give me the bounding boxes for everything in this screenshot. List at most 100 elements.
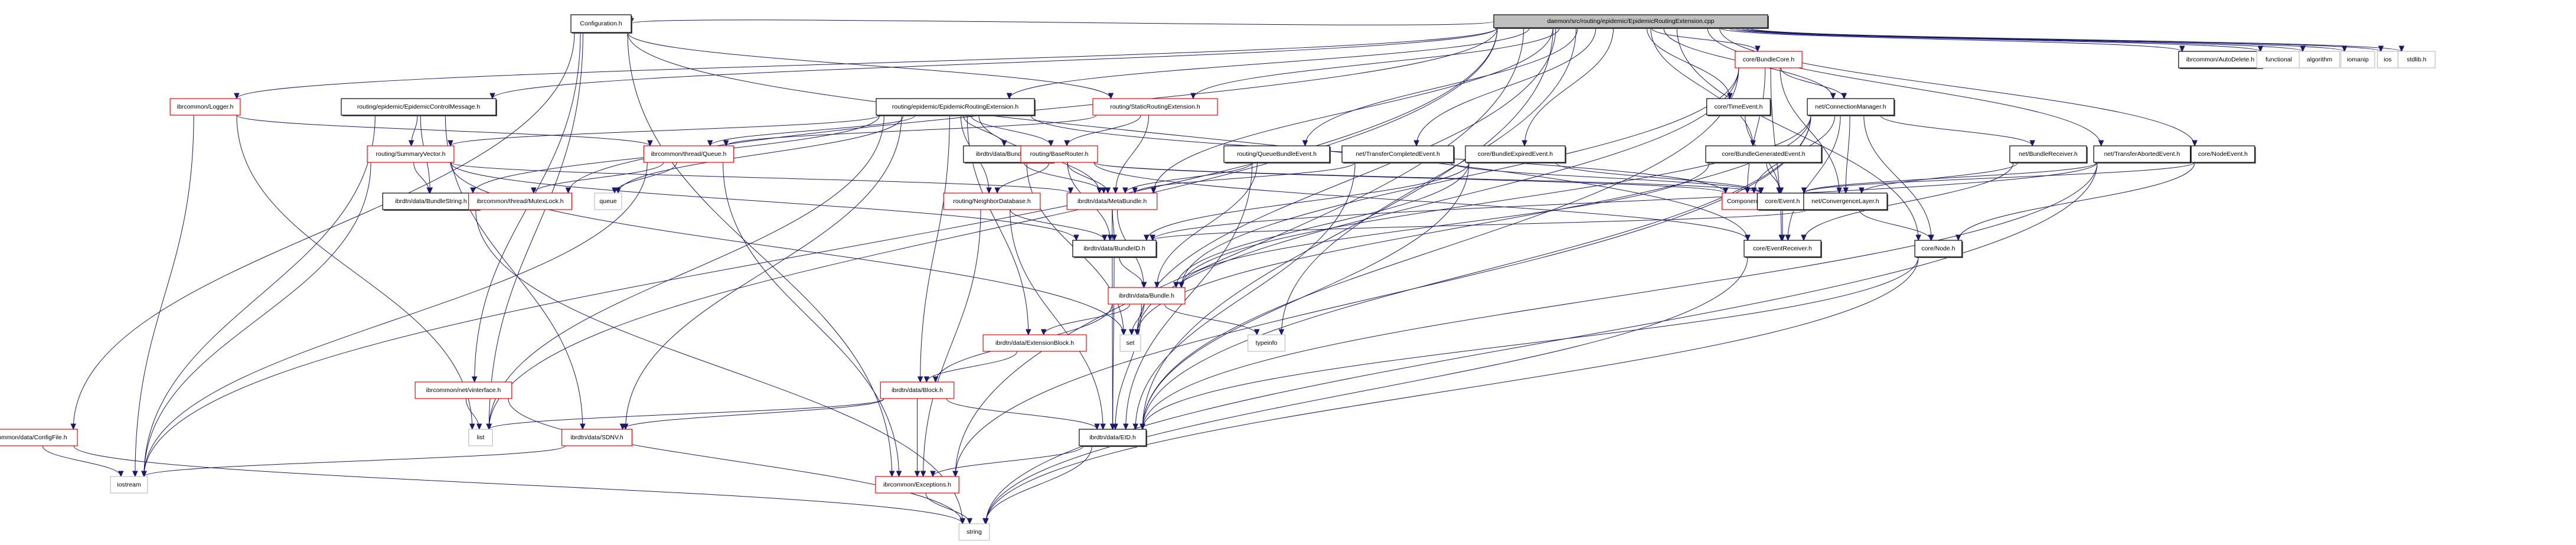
- graph-node-bundlegenerated[interactable]: core/BundleGeneratedEvent.h: [1705, 145, 1823, 164]
- arrowhead-icon: [1111, 234, 1117, 242]
- arrowhead-icon: [959, 518, 965, 525]
- graph-node-bundleexpired[interactable]: core/BundleExpiredEvent.h: [1465, 145, 1566, 164]
- edge-node-to-string: [985, 256, 1919, 524]
- edge-ereh-to-sdnv: [625, 115, 902, 430]
- arrowhead-icon: [914, 471, 920, 478]
- node-box: [958, 523, 990, 541]
- arrowhead-icon: [1128, 329, 1135, 336]
- graph-node-transferaborted[interactable]: net/TransferAbortedEvent.h: [2093, 145, 2192, 164]
- graph-node-ereh[interactable]: routing/epidemic/EpidemicRoutingExtensio…: [876, 98, 1036, 116]
- node-box: [880, 381, 955, 399]
- node-box: [414, 381, 512, 399]
- node-box: [1119, 334, 1141, 352]
- graph-node-stdlib: stdlib.h: [2398, 51, 2436, 68]
- edge-root-to-bundlecore: [1651, 27, 1758, 52]
- node-label: ibrcommon/Exceptions.h: [883, 481, 951, 488]
- graph-node-configfile[interactable]: ibrcommon/data/ConfigFile.h: [0, 429, 78, 446]
- graph-node-bundlecore[interactable]: core/BundleCore.h: [1735, 51, 1803, 68]
- edge-configuration-to-configfile: [73, 32, 575, 430]
- arrowhead-icon: [1122, 423, 1129, 430]
- node-label: ibrcommon/data/ConfigFile.h: [0, 434, 67, 441]
- node-label: algorithm: [2307, 56, 2332, 63]
- node-label: ibrdtn/data/BundleID.h: [1083, 245, 1145, 252]
- graph-node-configuration[interactable]: Configuration.h: [570, 14, 632, 34]
- graph-node-bundlereceiver[interactable]: net/BundleReceiver.h: [2009, 145, 2088, 164]
- graph-node-bundlestring[interactable]: ibrdtn/data/BundleString.h: [382, 192, 481, 211]
- graph-node-eid[interactable]: ibrdtn/data/EID.h: [1079, 429, 1148, 447]
- graph-node-event[interactable]: core/Event.h: [1756, 192, 1809, 211]
- graph-node-neighbordb[interactable]: routing/NeighborDatabase.h: [943, 192, 1041, 210]
- edge-static-to-metabundle: [1115, 115, 1150, 194]
- arrowhead-icon: [531, 187, 537, 194]
- graph-node-transfercompleted[interactable]: net/TransferCompletedEvent.h: [1341, 145, 1455, 164]
- node-box: [1803, 192, 1888, 210]
- edge-bundlestring-to-string: [475, 209, 963, 524]
- edge-baserouter-to-eventreceiver: [1093, 162, 1748, 241]
- arrowhead-icon: [2257, 45, 2264, 53]
- node-box: [1914, 240, 1963, 257]
- graph-node-list: list: [468, 429, 493, 446]
- graph-node-bundle[interactable]: ibrdtn/data/Bundle.h: [1108, 287, 1186, 305]
- arrowhead-icon: [619, 423, 626, 430]
- graph-node-summary[interactable]: routing/SummaryVector.h: [367, 145, 455, 163]
- arrowhead-icon: [1755, 45, 1761, 53]
- arrowhead-icon: [476, 423, 482, 430]
- node-label: functional: [2265, 56, 2292, 63]
- edge-neighbordb-to-eid: [1010, 209, 1103, 430]
- graph-node-connmgr[interactable]: net/ConnectionManager.h: [1807, 98, 1895, 116]
- graph-node-nodeevent[interactable]: core/NodeEvent.h: [2190, 145, 2256, 164]
- arrowhead-icon: [469, 423, 475, 430]
- graph-node-queuebundle[interactable]: routing/QueueBundleEvent.h: [1223, 145, 1331, 164]
- node-label: daemon/src/routing/epidemic/EpidemicRout…: [1547, 18, 1714, 25]
- node-box: [1020, 145, 1098, 163]
- arrowhead-icon: [932, 376, 939, 383]
- graph-node-ecm[interactable]: routing/epidemic/EpidemicControlMessage.…: [341, 98, 497, 116]
- graph-node-timeevent[interactable]: core/TimeEvent.h: [1706, 98, 1772, 116]
- graph-node-metabundle[interactable]: ibrdtn/data/MetaBundle.h: [1066, 192, 1158, 210]
- graph-node-static[interactable]: routing/StaticRoutingExtension.h: [1092, 98, 1218, 116]
- graph-node-extblock[interactable]: ibrdtn/data/ExtensionBlock.h: [982, 334, 1087, 352]
- arrowhead-icon: [1100, 423, 1106, 430]
- edge-ecm-to-iostream: [143, 115, 376, 477]
- edge-root-to-iostream: [143, 27, 1498, 477]
- graph-node-vinterface[interactable]: ibrcommon/net/vinterface.h: [414, 381, 512, 399]
- node-label: ibrcommon/AutoDelete.h: [2186, 56, 2255, 63]
- edge-summary-to-bundleid: [450, 162, 1077, 241]
- edge-connmgr-to-bundle: [1181, 115, 1811, 288]
- graph-node-node[interactable]: core/Node.h: [1914, 240, 1963, 258]
- graph-node-autodelete[interactable]: ibrcommon/AutoDelete.h: [2178, 51, 2264, 69]
- node-box: [1744, 240, 1821, 257]
- edge-root-to-bundlegenerated: [1650, 27, 1754, 146]
- arrowhead-icon: [1178, 282, 1184, 289]
- edge-neighbordb-to-bundleid: [1010, 209, 1105, 241]
- graph-node-exceptions[interactable]: ibrcommon/Exceptions.h: [875, 476, 959, 494]
- edge-configuration-to-eventreceiver: [627, 32, 1748, 241]
- arrowhead-icon: [1727, 93, 1733, 100]
- node-label: iomanip: [2347, 56, 2369, 63]
- edge-root-to-metabundle: [1153, 27, 1553, 194]
- edge-bundlecore-to-eid: [1142, 67, 1739, 430]
- graph-node-baserouter[interactable]: routing/BaseRouter.h: [1020, 145, 1098, 163]
- arrowhead-icon: [1785, 234, 1791, 242]
- node-label: ibrdtn/data/BundleString.h: [395, 198, 467, 205]
- graph-node-sdnv[interactable]: ibrdtn/data/SDNV.h: [561, 429, 632, 446]
- node-box: [1493, 14, 1768, 28]
- arrowhead-icon: [1107, 234, 1113, 242]
- graph-node-eventreceiver[interactable]: core/EventReceiver.h: [1744, 240, 1822, 258]
- graph-node-mutexlock[interactable]: ibrcommon/thread/MutexLock.h: [468, 192, 572, 210]
- edge-queueh-to-exceptions: [723, 162, 900, 477]
- arrowhead-icon: [1745, 234, 1751, 242]
- node-box: [1341, 145, 1454, 163]
- node-box: [0, 429, 78, 446]
- node-box: [2299, 51, 2340, 68]
- edge-neighbordb-to-exceptions: [923, 209, 981, 477]
- graph-node-convlayer[interactable]: net/ConvergenceLayer.h: [1803, 192, 1889, 211]
- edge-ecm-to-sdnv: [445, 115, 583, 430]
- node-box: [1706, 98, 1771, 116]
- graph-node-logger[interactable]: ibrcommon/Logger.h: [169, 98, 241, 116]
- graph-node-block[interactable]: ibrdtn/data/Block.h: [880, 381, 955, 399]
- graph-node-queueh[interactable]: ibrcommon/thread/Queue.h: [643, 145, 734, 163]
- edge-root-to-queuebundle: [1304, 27, 1578, 146]
- edge-ereh-to-bundlelist: [963, 115, 1005, 146]
- graph-node-bundleid[interactable]: ibrdtn/data/BundleID.h: [1072, 240, 1158, 258]
